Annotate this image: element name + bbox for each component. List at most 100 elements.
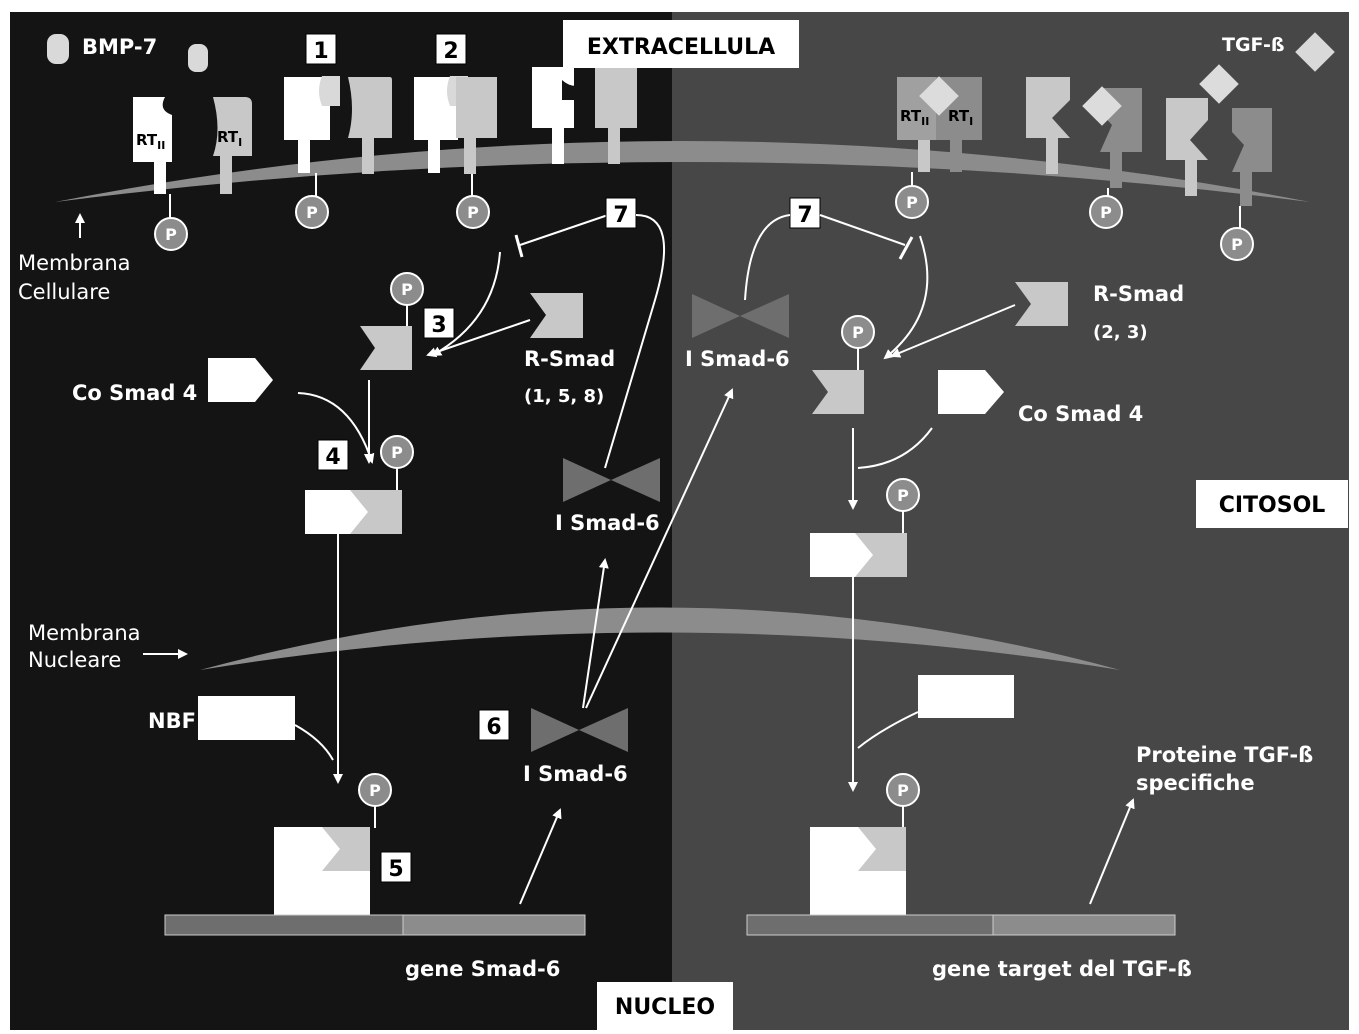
proteine-label-2: specifiche	[1136, 771, 1255, 795]
i-smad6-shape	[692, 294, 789, 338]
smad-complex-right	[810, 533, 907, 577]
step-5-badge	[380, 851, 412, 883]
tgf-rt2-label: RTII	[900, 107, 929, 128]
phospho-icon: P	[886, 478, 920, 534]
membrana-nucleare-label-1: Membrana	[28, 621, 141, 645]
phospho-icon: P	[380, 435, 414, 492]
svg-text:P: P	[467, 203, 479, 222]
i-smad6-label-a: I Smad-6	[685, 347, 790, 371]
phospho-icon: P	[456, 195, 490, 229]
transcription-complex-right	[810, 827, 906, 915]
co-smad4-left-shape	[208, 358, 273, 402]
step-6-label: 6	[486, 715, 501, 740]
svg-text:P: P	[369, 781, 381, 800]
r-smad-right-nums: (2, 3)	[1093, 322, 1148, 343]
r-smad-active-left	[360, 326, 412, 370]
phospho-icon: P	[1220, 227, 1254, 261]
nucleo-box	[597, 982, 733, 1030]
step-3-label: 3	[431, 313, 446, 338]
svg-text:P: P	[897, 486, 909, 505]
nbf-shape	[198, 696, 295, 740]
phospho-icon: P	[886, 773, 920, 828]
proteine-label-1: Proteine TGF-ß	[1136, 743, 1313, 767]
membrana-cellulare-label-1: Membrana	[18, 251, 131, 275]
extracellula-box	[563, 20, 799, 68]
svg-text:P: P	[906, 193, 918, 212]
gene-smad6-label: gene Smad-6	[405, 957, 560, 981]
ismad6-export-arrow-left	[582, 558, 609, 709]
nuclear-membrane	[200, 607, 1120, 670]
r-smad-left-shape	[530, 293, 583, 338]
step-4-badge	[317, 439, 349, 471]
ismad6-feedback-line-left	[604, 214, 666, 469]
co-smad4-right-label: Co Smad 4	[1018, 402, 1143, 426]
step-1-label: 1	[313, 39, 328, 64]
ismad6-feedback-line-right	[744, 214, 791, 301]
phospho-icon: P	[390, 272, 424, 328]
step-7b-badge	[789, 197, 821, 229]
r-smad-left-label: R-Smad	[524, 347, 615, 371]
step-2-label: 2	[443, 39, 458, 64]
transcription-complex-left	[274, 827, 370, 915]
i-smad6-shape	[563, 458, 660, 502]
inhibition-line-left	[519, 214, 609, 246]
extracellula-label: EXTRACELLULA	[587, 35, 775, 60]
tgf-rt1-label: RTI	[948, 107, 973, 128]
cofactor-right-shape	[918, 675, 1014, 718]
gene-smad6-bar	[164, 914, 586, 936]
phospho-icon: P	[358, 773, 392, 828]
co-smad-join-arrow-left	[297, 392, 375, 464]
bmp-receptor-pair-3	[532, 67, 637, 164]
svg-text:P: P	[165, 225, 177, 244]
svg-text:P: P	[852, 323, 864, 342]
citosol-label: CITOSOL	[1219, 493, 1326, 518]
rt1-label: RTI	[217, 128, 242, 149]
co-smad-join-line-right	[857, 427, 933, 469]
step-7a-label: 7	[613, 203, 628, 228]
r-smad-right-label: R-Smad	[1093, 282, 1184, 306]
co-smad4-left-label: Co Smad 4	[72, 381, 197, 405]
smad-complex-left	[305, 490, 402, 534]
nbf-join-line	[294, 724, 334, 761]
co-smad4-right-shape	[938, 370, 1004, 414]
phospho-icon: P	[154, 217, 188, 251]
step-6-badge	[478, 709, 510, 741]
bmp7-ligand-icon	[188, 44, 208, 72]
r-smad-left-nums: (1, 5, 8)	[524, 386, 604, 407]
r-smad-active-right	[812, 370, 864, 414]
citosol-box	[1196, 480, 1348, 528]
tgf-receptor-pair-1	[1026, 77, 1142, 198]
step-5-label: 5	[388, 857, 403, 882]
receptor-activation-arrow-right	[883, 235, 929, 360]
bmp7-ligand-icon	[47, 34, 69, 64]
tgf-receptor-pair-0	[897, 76, 982, 188]
r-smad-recruit-arrow-right	[890, 304, 1016, 358]
nbf-label: NBF	[148, 709, 196, 733]
phospho-icon: P	[1089, 195, 1123, 229]
receptor-activation-arrow	[431, 251, 501, 356]
step-1-badge	[305, 33, 337, 65]
nucleo-label: NUCLEO	[615, 995, 715, 1020]
i-smad6-label-c: I Smad-6	[523, 762, 628, 786]
r-smad-right-shape	[1015, 282, 1068, 326]
svg-text:P: P	[1100, 203, 1112, 222]
bmp-receptor-rt1	[213, 97, 252, 194]
rt2-label: RTII	[136, 131, 165, 152]
gene-target-bar	[746, 914, 1176, 936]
gene-expression-arrow-right	[1089, 798, 1135, 905]
phospho-icon: P	[895, 185, 929, 219]
bmp-receptor-rt2	[133, 97, 172, 220]
gene-target-label: gene target del TGF-ß	[932, 957, 1192, 981]
bmp-receptor-pair-2	[414, 76, 497, 198]
gene-expression-arrow-left	[519, 808, 562, 905]
ismad6-export-arrow-right	[585, 388, 734, 709]
tgfb-label: TGF-ß	[1222, 34, 1285, 56]
i-smad6-shape	[531, 708, 628, 752]
bmp7-label: BMP-7	[82, 35, 157, 59]
r-smad-recruit-arrow	[426, 319, 531, 358]
bmp-receptor-pair-1	[284, 76, 392, 198]
svg-text:P: P	[1231, 235, 1243, 254]
phospho-icon: P	[295, 195, 329, 229]
inhibition-bar-right	[898, 236, 914, 260]
